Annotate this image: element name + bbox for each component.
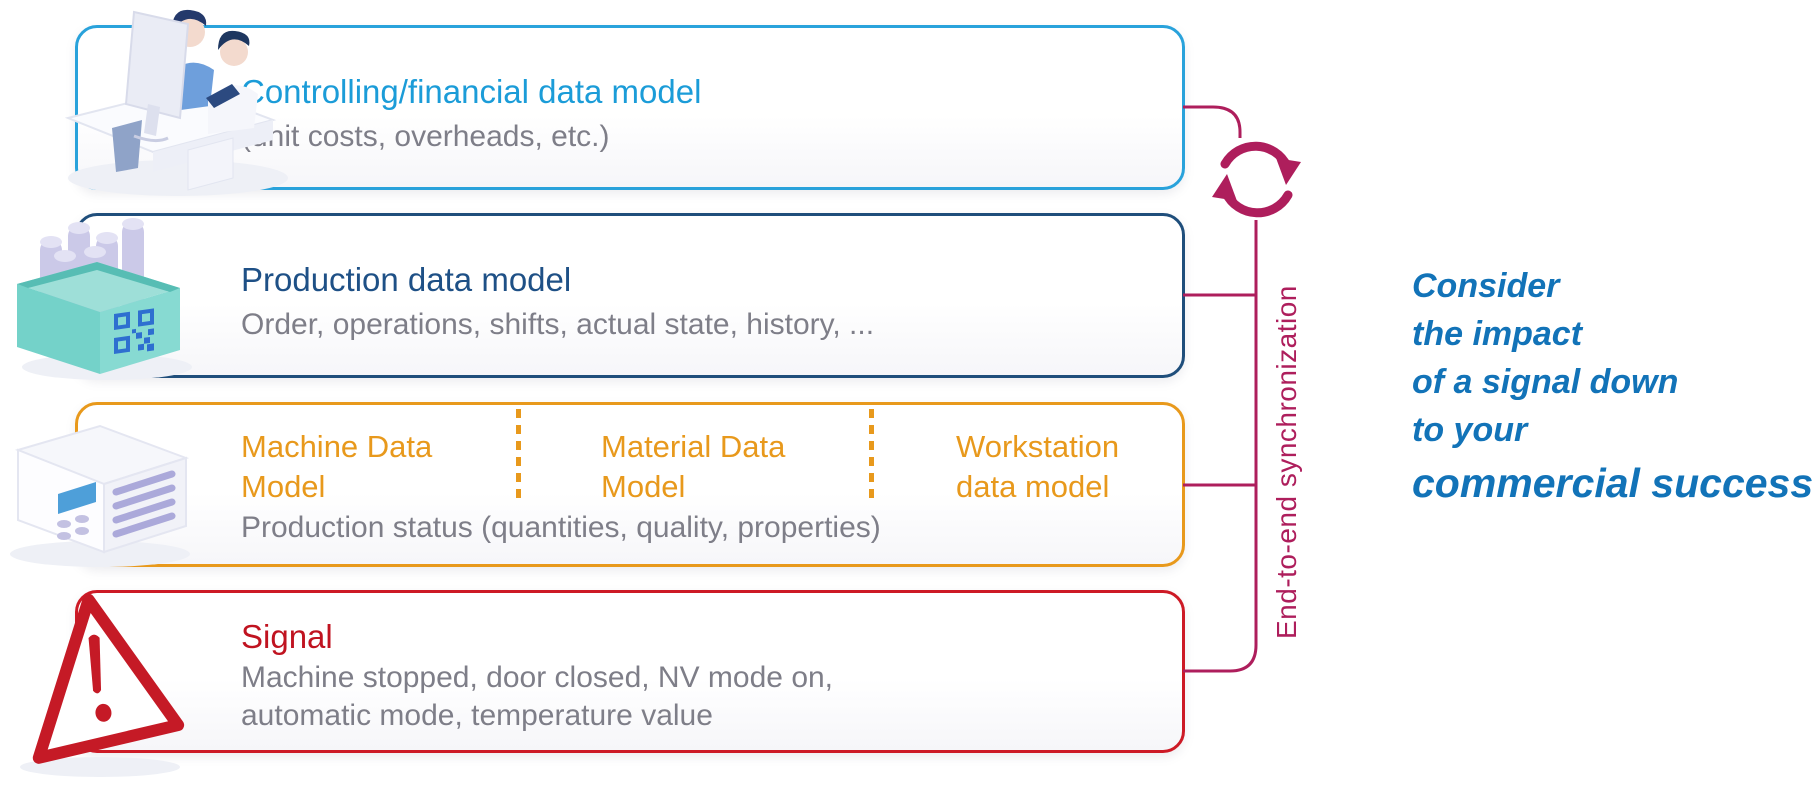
box-signal-content: Signal Machine stopped, door closed, NV … [241,617,833,735]
dotted-divider-2 [869,409,874,499]
end-to-end-sync-label: End-to-end synchronization [1271,285,1302,640]
box-submodels-subtitle: Production status (quantities, quality, … [241,511,881,544]
machine-data-line2: Model [241,469,326,504]
warning-triangle-icon [20,593,185,777]
material-data-line2: Model [601,469,686,504]
aside-line-1: Consider [1412,267,1560,305]
people-at-computer-icon [64,9,288,196]
container-rods-qr-icon [17,218,192,380]
aside-line-2: the impact [1412,315,1583,353]
workstation-line2: data model [956,469,1110,504]
aside-message: Consider the impact of a signal down to … [1412,262,1813,510]
box-sub-data-models: Machine Data Model Material Data Model W… [75,402,1185,567]
box-signal: Signal Machine stopped, door closed, NV … [75,590,1185,753]
dotted-divider-1 [516,409,521,499]
sync-arrows-icon [1212,141,1301,218]
box-signal-title: Signal [241,618,333,655]
machine-data-line1: Machine Data [241,429,433,464]
material-data-line1: Material Data [601,429,786,464]
box-production-title: Production data model [241,261,572,298]
box-production-content: Production data model Order, operations,… [241,260,874,344]
box-controlling-content: Controlling/financial data model (unit c… [241,72,701,156]
workstation-line1: Workstation [956,429,1120,464]
box-signal-subtitle-line1: Machine stopped, door closed, NV mode on… [241,661,834,694]
workstation-data-model-label: Workstation data model [956,427,1119,507]
box-signal-subtitle-line2: automatic mode, temperature value [241,699,713,732]
box-controlling-title: Controlling/financial data model [241,73,702,110]
box-controlling-subtitle: (unit costs, overheads, etc.) [241,120,610,153]
connector-box4-vertical [1183,220,1258,673]
aside-line-3: of a signal down [1412,363,1679,401]
material-data-model-label: Material Data Model [601,427,785,507]
aside-line-4: to your [1412,411,1528,449]
connector-box1 [1183,105,1242,138]
machine-data-model-label: Machine Data Model [241,427,432,507]
machine-panel-icon [10,424,190,567]
box-controlling-financial: Controlling/financial data model (unit c… [75,25,1185,190]
box-production-subtitle: Order, operations, shifts, actual state,… [241,308,875,341]
aside-emphasis: commercial success [1412,460,1814,506]
box-production: Production data model Order, operations,… [75,213,1185,378]
